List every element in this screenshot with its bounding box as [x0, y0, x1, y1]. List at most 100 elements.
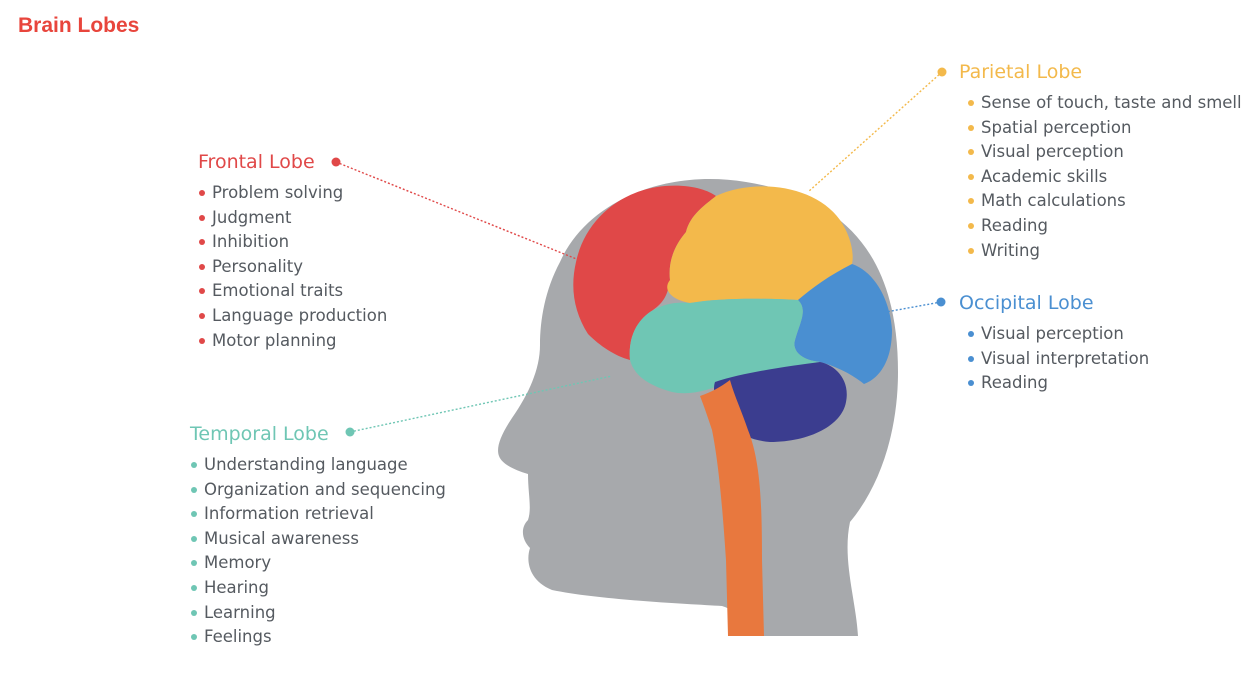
parietal-function-item: Writing [959, 239, 1242, 264]
bullet-icon [199, 239, 205, 246]
occipital-function-item: Visual perception [959, 322, 1149, 347]
frontal-lobe [573, 185, 716, 360]
temporal-function-item: Understanding language [190, 453, 446, 478]
parietal-function-label: Math calculations [981, 191, 1126, 211]
frontal-function-item: Language production [198, 304, 387, 329]
parietal-lobe-title: Parietal Lobe [959, 61, 1083, 83]
occipital-function-item: Reading [959, 371, 1149, 396]
frontal-function-label: Motor planning [212, 330, 337, 350]
frontal-function-label: Language production [212, 305, 388, 325]
bullet-icon [191, 511, 197, 518]
parietal-function-label: Spatial perception [981, 117, 1132, 137]
bullet-icon [191, 609, 197, 616]
brain-stem [700, 380, 764, 636]
bullet-icon [199, 337, 205, 344]
bullet-icon [968, 247, 974, 254]
bullet-icon [968, 355, 974, 362]
bullet-icon [968, 331, 974, 337]
frontal-function-item: Emotional traits [198, 279, 387, 304]
occipital-function-label: Reading [981, 373, 1048, 393]
temporal-function-item: Memory [190, 551, 446, 576]
temporal-function-item: Organization and sequencing [190, 478, 446, 503]
frontal-function-label: Problem solving [212, 183, 344, 202]
bullet-icon [968, 124, 974, 131]
parietal-function-item: Academic skills [959, 165, 1242, 190]
temporal-function-label: Information retrieval [204, 504, 374, 524]
frontal-lobe-title: Frontal Lobe [198, 151, 315, 173]
frontal-function-label: Judgment [212, 207, 292, 227]
bullet-icon [968, 222, 974, 229]
bullet-icon [191, 634, 197, 641]
occipital-lobe [794, 264, 892, 384]
parietal-connector [807, 71, 943, 193]
temporal-function-label: Feelings [204, 627, 272, 647]
cerebellum [714, 362, 847, 442]
page-title: Brain Lobes [18, 14, 140, 37]
parietal-dot [937, 67, 947, 77]
temporal-lobe-title: Temporal Lobe [190, 423, 329, 445]
temporal-connector [349, 375, 613, 433]
temporal-function-label: Learning [204, 602, 276, 622]
bullet-icon [199, 190, 205, 196]
frontal-function-item: Inhibition [198, 230, 387, 255]
frontal-connector [335, 161, 585, 263]
occipital-function-item: Visual interpretation [959, 347, 1149, 372]
bullet-icon [968, 173, 974, 180]
bullet-icon [191, 584, 197, 591]
temporal-function-item: Musical awareness [190, 527, 446, 552]
occipital-function-label: Visual perception [981, 324, 1124, 343]
parietal-function-label: Writing [981, 240, 1040, 260]
bullet-icon [191, 535, 197, 542]
temporal-function-label: Musical awareness [204, 528, 359, 548]
parietal-function-label: Reading [981, 215, 1048, 235]
bullet-icon [191, 560, 197, 567]
parietal-lobe [667, 186, 853, 303]
parietal-function-label: Academic skills [981, 166, 1108, 186]
parietal-lobe-block: Parietal Lobe Sense of touch, taste and … [959, 59, 1242, 263]
frontal-function-item: Judgment [198, 206, 387, 231]
occipital-lobe-title: Occipital Lobe [959, 292, 1094, 314]
occipital-function-label: Visual interpretation [981, 348, 1150, 368]
parietal-function-item: Math calculations [959, 189, 1242, 214]
bullet-icon [199, 312, 205, 319]
bullet-icon [968, 198, 974, 205]
temporal-function-item: Feelings [190, 625, 446, 650]
parietal-function-item: Spatial perception [959, 116, 1242, 141]
bullet-icon [968, 380, 974, 387]
bullet-icon [968, 149, 974, 156]
temporal-function-item: Information retrieval [190, 502, 446, 527]
bullet-icon [199, 214, 205, 221]
frontal-dot [331, 157, 341, 167]
bullet-icon [191, 486, 197, 493]
occipital-dot [936, 297, 946, 307]
temporal-function-label: Memory [204, 553, 272, 573]
frontal-function-label: Inhibition [212, 232, 290, 252]
bullet-icon [191, 462, 197, 468]
frontal-function-label: Personality [212, 256, 303, 276]
parietal-function-item: Sense of touch, taste and smell [959, 91, 1242, 116]
temporal-function-item: Hearing [190, 576, 446, 601]
frontal-function-item: Problem solving [198, 181, 387, 206]
frontal-function-label: Emotional traits [212, 281, 344, 301]
parietal-function-label: Sense of touch, taste and smell [981, 93, 1242, 112]
parietal-function-item: Reading [959, 214, 1242, 239]
bullet-icon [968, 100, 974, 106]
temporal-function-label: Understanding language [204, 455, 408, 474]
temporal-dot [345, 427, 355, 437]
temporal-function-item: Learning [190, 601, 446, 626]
bullet-icon [199, 288, 205, 295]
bullet-icon [199, 263, 205, 270]
temporal-function-label: Hearing [204, 577, 269, 597]
parietal-function-item: Visual perception [959, 140, 1242, 165]
temporal-function-label: Organization and sequencing [204, 479, 446, 499]
frontal-function-item: Motor planning [198, 329, 387, 354]
parietal-function-label: Visual perception [981, 142, 1124, 162]
